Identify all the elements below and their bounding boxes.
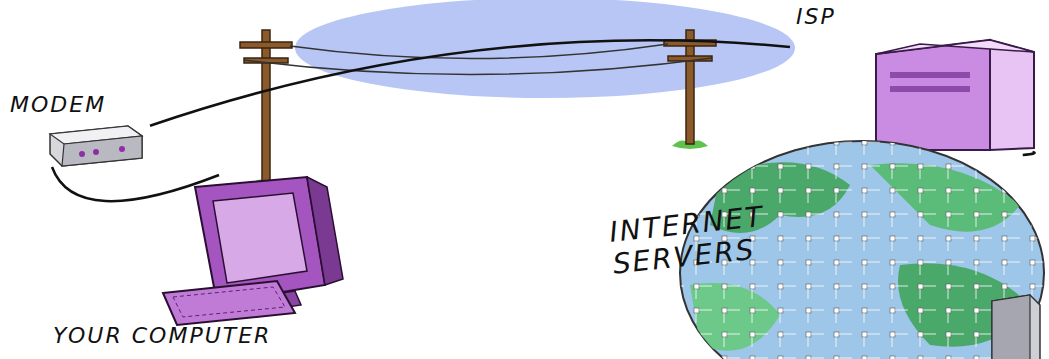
device-label: ISP bbox=[796, 4, 836, 29]
telephone-pole bbox=[664, 30, 716, 149]
modem-device: MODEM bbox=[10, 92, 150, 167]
isp-server: ISP bbox=[790, 2, 1040, 152]
cable-line bbox=[150, 40, 790, 125]
computer-device: YOUR COMPUTER bbox=[45, 175, 335, 355]
telephone-pole bbox=[240, 30, 292, 188]
internet-globe: INTERNET SERVERS bbox=[600, 155, 1045, 359]
cable-line bbox=[1023, 152, 1035, 155]
cable-line bbox=[52, 167, 219, 201]
phone-wires bbox=[244, 44, 712, 75]
device-label: YOUR COMPUTER bbox=[53, 323, 271, 348]
device-label: MODEM bbox=[10, 92, 106, 117]
sky-oval bbox=[295, 0, 795, 98]
